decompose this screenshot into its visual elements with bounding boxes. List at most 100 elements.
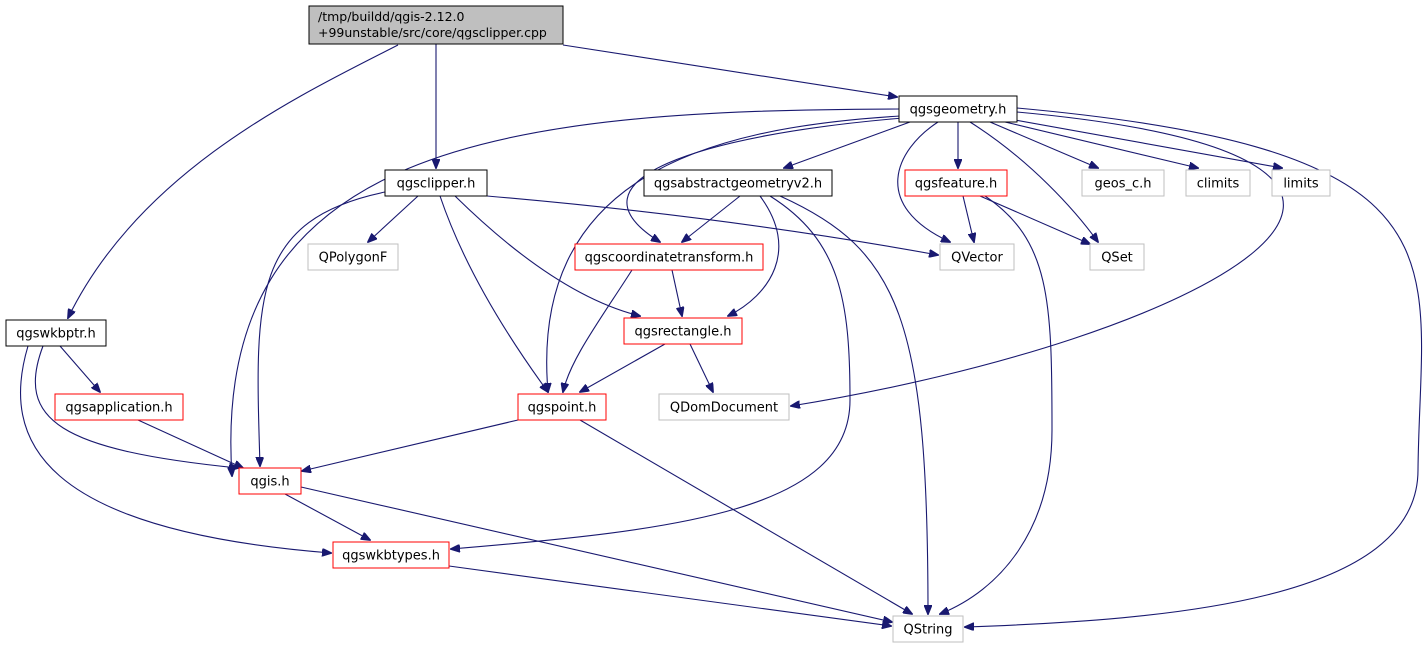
edges-layer	[19, 44, 1423, 627]
edge-qgis-to-qstring	[300, 486, 892, 622]
edge-qgsrectangle-to-qgspoint	[580, 343, 666, 392]
node-box-qvector	[939, 243, 1015, 271]
node-root[interactable]: /tmp/buildd/qgis-2.12.0+99unstable/src/c…	[308, 5, 564, 45]
node-qgsrectangle[interactable]: qgsrectangle.h	[623, 317, 743, 345]
node-box-qgis	[238, 467, 302, 495]
edge-qgsgeometry-to-geos_c	[989, 121, 1098, 168]
node-label-geos_c: geos_c.h	[1095, 177, 1152, 192]
node-box-qgswkbtypes	[332, 541, 450, 569]
node-label-qgsgeometry: qgsgeometry.h	[910, 103, 1007, 118]
edge-qgspoint-to-qstring	[579, 419, 912, 614]
node-box-climits	[1185, 169, 1251, 197]
edge-qgsgeometry-to-qvector	[897, 121, 950, 242]
node-qset[interactable]: QSet	[1089, 243, 1145, 271]
node-box-qgscoordinatetransform	[574, 243, 764, 271]
node-qpolygonf[interactable]: QPolygonF	[307, 243, 399, 271]
node-box-qset	[1089, 243, 1145, 271]
node-label-qgsfeature: qgsfeature.h	[915, 177, 998, 192]
node-qdomdocument[interactable]: QDomDocument	[658, 393, 790, 421]
node-box-geos_c	[1081, 169, 1165, 197]
node-label-qpolygonf: QPolygonF	[319, 251, 388, 266]
edge-qgsgeometry-to-climits	[1004, 121, 1198, 168]
node-box-qgsrectangle	[623, 317, 743, 345]
node-box-qdomdocument	[658, 393, 790, 421]
node-label-qgsclipper: qgsclipper.h	[397, 177, 476, 192]
edge-qgsabstractgeometryv2-to-qgscoordinatetransform	[682, 195, 741, 242]
node-box-qstring	[892, 615, 964, 643]
node-label-qgspoint: qgspoint.h	[528, 401, 597, 416]
edge-qgswkbptr-to-qgsapplication	[59, 345, 100, 392]
node-label-qgswkbptr: qgswkbptr.h	[16, 327, 96, 342]
node-box-qgspoint	[517, 393, 607, 421]
edge-qgsclipper-to-qgsrectangle	[454, 195, 640, 316]
edge-qgsfeature-to-qset	[979, 195, 1090, 244]
node-label-qstring: QString	[903, 623, 952, 638]
node-box-qgsabstractgeometryv2	[643, 169, 833, 197]
node-qgsgeometry[interactable]: qgsgeometry.h	[898, 95, 1018, 123]
node-box-qpolygonf	[307, 243, 399, 271]
node-box-qgsfeature	[904, 169, 1008, 197]
edge-qgswkbtypes-to-qstring	[448, 565, 891, 626]
node-qgsclipper[interactable]: qgsclipper.h	[384, 169, 488, 197]
edge-root-to-qgswkbptr	[68, 44, 399, 318]
edge-qgsabstractgeometryv2-to-qgsrectangle	[728, 195, 780, 316]
nodes-layer: /tmp/buildd/qgis-2.12.0+99unstable/src/c…	[5, 5, 1331, 643]
edge-qgsgeometry-to-qset	[969, 121, 1098, 242]
edge-qgsgeometry-to-qgsabstractgeometryv2	[784, 121, 911, 168]
node-box-qgswkbptr	[5, 319, 107, 347]
edge-qgsclipper-to-qgis	[258, 191, 386, 466]
edge-qgspoint-to-qgis	[302, 419, 519, 471]
node-box-root	[308, 5, 564, 45]
node-qstring[interactable]: QString	[892, 615, 964, 643]
node-label-qgis: qgis.h	[250, 475, 289, 490]
node-qgsapplication[interactable]: qgsapplication.h	[54, 393, 184, 421]
edge-qgsfeature-to-qstring	[940, 195, 1053, 614]
edge-qgsgeometry-to-qgscoordinatetransform	[626, 117, 904, 242]
node-geos_c[interactable]: geos_c.h	[1081, 169, 1165, 197]
node-label-qset: QSet	[1101, 251, 1133, 266]
edge-qgsabstractgeometryv2-to-qgswkbtypes	[451, 195, 851, 549]
edge-qgsclipper-to-qgspoint	[439, 195, 548, 392]
node-qgsfeature[interactable]: qgsfeature.h	[904, 169, 1008, 197]
edge-qgsrectangle-to-qdomdocument	[689, 343, 713, 392]
node-label-limits: limits	[1283, 177, 1319, 192]
node-label-qvector: QVector	[951, 251, 1003, 266]
node-label-root-line-2: +99unstable/src/core/qgsclipper.cpp	[318, 25, 547, 40]
node-label-qgsabstractgeometryv2: qgsabstractgeometryv2.h	[654, 177, 822, 192]
node-qgscoordinatetransform[interactable]: qgscoordinatetransform.h	[574, 243, 764, 271]
edge-qgsgeometry-to-limits	[1014, 119, 1282, 168]
node-box-limits	[1271, 169, 1331, 197]
node-qgspoint[interactable]: qgspoint.h	[517, 393, 607, 421]
edge-qgswkbptr-to-qgis	[34, 345, 238, 468]
edge-root-to-qgsgeometry	[562, 44, 897, 97]
node-box-qgsgeometry	[898, 95, 1018, 123]
node-box-qgsapplication	[54, 393, 184, 421]
node-label-qdomdocument: QDomDocument	[670, 401, 778, 416]
edge-qgscoordinatetransform-to-qgspoint	[563, 269, 633, 392]
edge-qgsgeometry-to-qstring	[965, 107, 1423, 627]
node-box-qgsclipper	[384, 169, 488, 197]
edge-qgsabstractgeometryv2-to-qstring	[779, 195, 928, 614]
node-label-qgswkbtypes: qgswkbtypes.h	[342, 549, 440, 564]
node-label-climits: climits	[1197, 177, 1240, 192]
edge-qgsgeometry-to-qgspoint	[547, 115, 901, 392]
node-limits[interactable]: limits	[1271, 169, 1331, 197]
node-label-qgsapplication: qgsapplication.h	[65, 401, 172, 416]
node-qgswkbptr[interactable]: qgswkbptr.h	[5, 319, 107, 347]
node-label-qgsrectangle: qgsrectangle.h	[634, 325, 731, 340]
node-qvector[interactable]: QVector	[939, 243, 1015, 271]
node-climits[interactable]: climits	[1185, 169, 1251, 197]
node-qgis[interactable]: qgis.h	[238, 467, 302, 495]
node-qgsabstractgeometryv2[interactable]: qgsabstractgeometryv2.h	[643, 169, 833, 197]
edge-qgsgeometry-to-qgis	[231, 108, 900, 476]
edge-qgsfeature-to-qvector	[962, 195, 974, 242]
node-qgswkbtypes[interactable]: qgswkbtypes.h	[332, 541, 450, 569]
edge-qgsgeometry-to-qdomdocument	[791, 111, 1284, 406]
edge-qgsapplication-to-qgis	[137, 419, 243, 468]
edge-qgis-to-qgswkbtypes	[284, 493, 370, 540]
node-label-qgscoordinatetransform: qgscoordinatetransform.h	[585, 251, 754, 266]
edge-qgsclipper-to-qvector	[486, 195, 938, 255]
edge-qgscoordinatetransform-to-qgsrectangle	[671, 269, 682, 316]
edge-qgsclipper-to-qpolygonf	[368, 195, 419, 242]
